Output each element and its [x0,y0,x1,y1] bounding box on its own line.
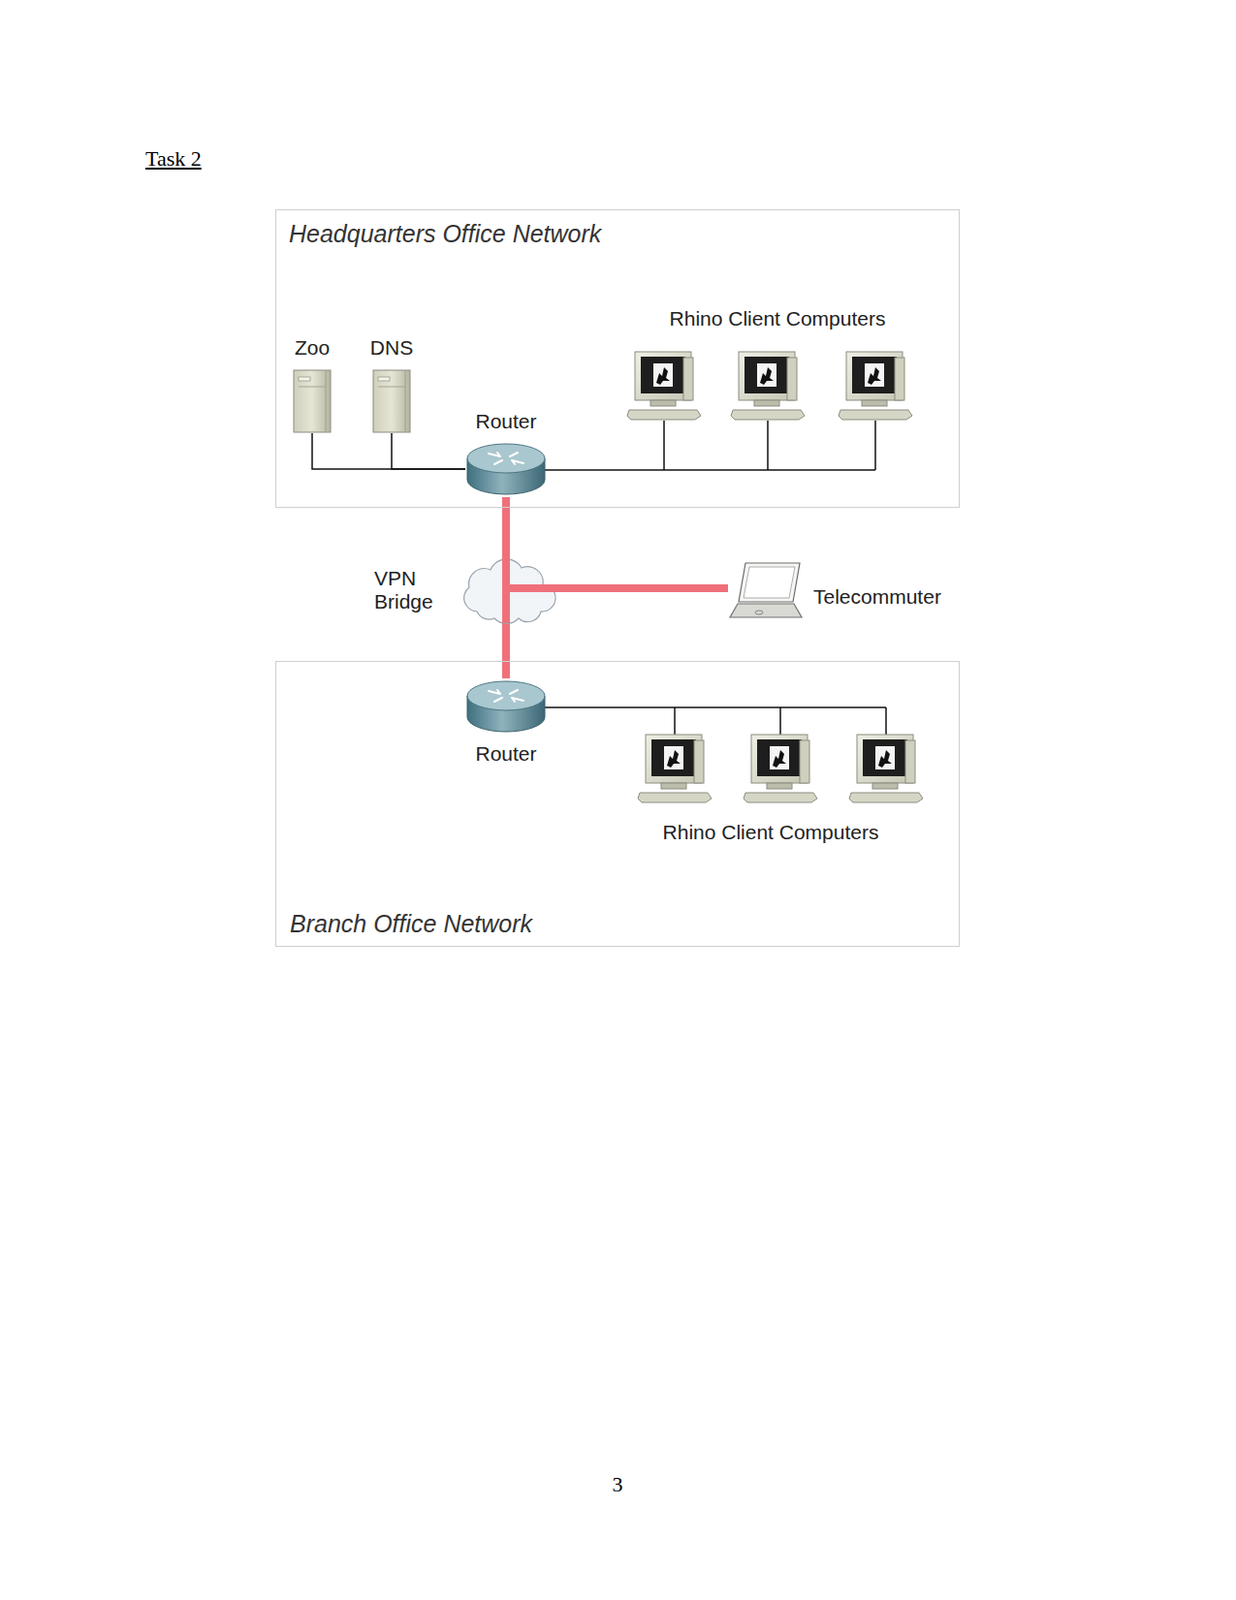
vpn-link [554,584,729,593]
region-title: Headquarters Office Network [288,220,602,249]
router-icon [465,678,547,735]
router-icon [465,441,547,498]
drawing-part [467,443,545,474]
device-label: Telecommuter [813,585,942,609]
drawing-part [373,370,411,433]
router: Router [465,441,547,498]
server: Zoo [292,369,332,434]
drawing-part [298,386,326,388]
drawing-part [730,351,805,420]
drawing-part [293,370,331,433]
drawing-part [755,610,763,615]
vpn-link [502,623,510,679]
drawing-part [743,567,795,599]
laptop-icon [728,561,804,621]
drawing-part [542,469,876,472]
drawing-part [885,707,888,735]
vpn-link [502,497,510,558]
server-icon [292,369,332,434]
hq-lan-wires [542,420,876,471]
device-label: Router [475,410,537,434]
drawing-part [467,681,545,711]
network-region: Branch Office Network Router [275,661,960,948]
device-label: DNS [370,336,413,360]
drawing-part [738,563,800,603]
drawing-part [488,452,524,465]
drawing-part [325,371,327,432]
server-icon [372,369,412,434]
device-label: Zoo [294,336,330,360]
drawing-part [378,386,406,388]
drawing-part [729,603,802,618]
drawing-part [378,377,390,381]
page-number: 3 [612,1472,624,1498]
hq-client-computers [627,351,913,420]
page-title: Task 2 [145,146,202,172]
cloud-icon [457,557,555,624]
network-region: Headquarters Office NetworkZooDNSRouter [275,209,960,508]
drawing-part [779,707,782,735]
device-label: VPN Bridge [374,567,443,614]
drawing-part [743,734,818,803]
drawing-part [488,690,524,702]
drawing-part [874,420,877,471]
drawing-part [542,706,887,709]
drawing-part [627,351,701,420]
drawing-part [637,734,712,803]
group-label: Rhino Client Computers [669,307,887,331]
server: DNS [372,369,412,434]
drawing-part [506,584,555,593]
branch-client-computers [637,734,923,803]
drawing-part [849,734,923,803]
lan-wire [391,433,466,470]
drawing-part [298,377,311,381]
device-label: Router [475,742,537,766]
group-label: Rhino Client Computers [663,821,880,845]
drawing-part [673,707,676,735]
branch-lan-wires [542,707,887,735]
vpn-cloud: VPN Bridge [457,557,555,624]
telecommuter-laptop: Telecommuter [728,561,804,621]
lan-wire [312,433,466,470]
drawing-part [838,351,913,420]
region-title: Branch Office Network [289,910,533,939]
drawing-part [405,371,407,432]
drawing-part [663,420,666,471]
router: Router [465,678,547,735]
drawing-part [766,420,769,471]
